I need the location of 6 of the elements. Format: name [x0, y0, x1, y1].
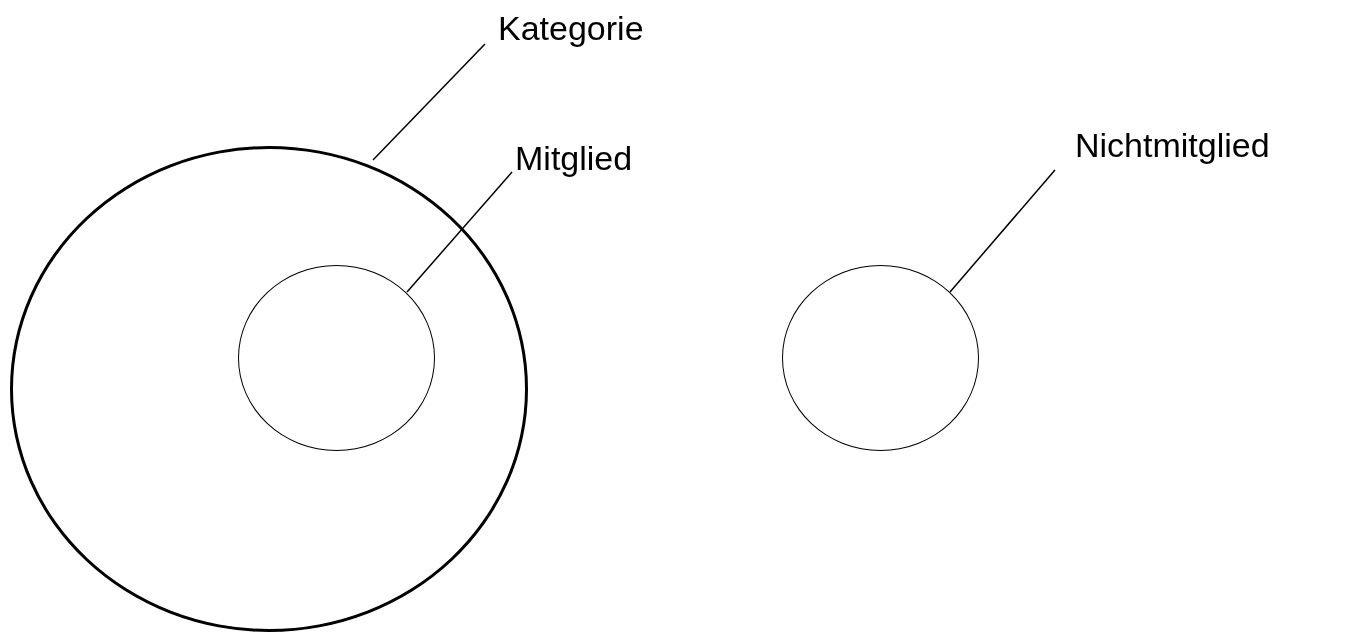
callout-label: Nichtmitglied [1075, 125, 1270, 165]
callout-label: Mitglied [515, 138, 633, 178]
leader-line [372, 43, 486, 161]
leader-line [406, 171, 513, 293]
leader-line [949, 169, 1056, 293]
callout-label: Kategorie [498, 8, 644, 48]
